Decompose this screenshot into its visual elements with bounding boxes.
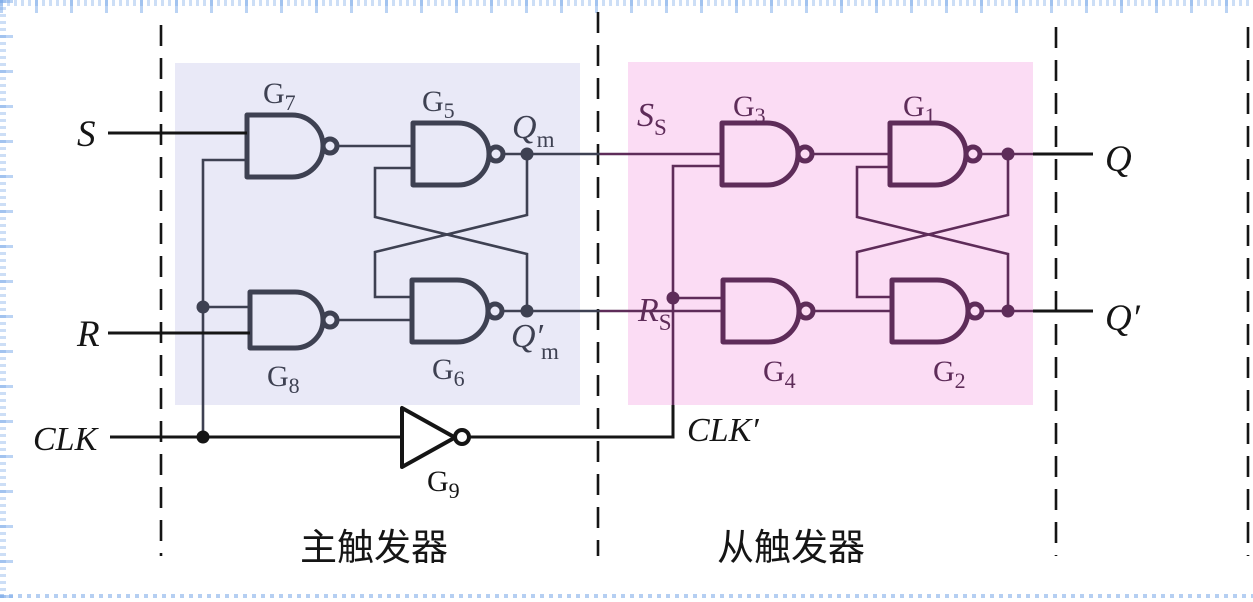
left-ruler-decoration	[0, 0, 13, 602]
signal-subscript: S	[659, 310, 672, 335]
gate-label-g1: G1	[903, 90, 936, 128]
gate-label-g8: G8	[267, 360, 300, 398]
gate-label-base: G	[763, 355, 785, 388]
gate-label-subscript: 3	[755, 103, 766, 128]
signal-base: S	[637, 97, 654, 134]
wire-segment	[855, 154, 1010, 299]
gate-label-base: G	[422, 85, 444, 118]
inversion-bubble	[963, 144, 983, 164]
nand-gate-g7	[244, 112, 326, 180]
q-output-label: Q	[1105, 139, 1132, 180]
section-captions: 主触发器 从触发器	[300, 527, 865, 569]
inversion-bubble	[485, 301, 505, 321]
inversion-bubble	[486, 144, 506, 164]
master-labels: G7 G5 G8 G6 Qm Q′m	[263, 77, 559, 398]
gate-label-subscript: 1	[925, 103, 936, 128]
gate-label-g7: G7	[263, 77, 296, 115]
nand-gate-g8	[247, 289, 326, 351]
gate-label-base: G	[432, 353, 454, 386]
inversion-bubble	[320, 136, 340, 156]
junction-dot-clk	[196, 430, 210, 444]
junction-dot	[196, 300, 210, 314]
nand-gate-g5	[410, 120, 492, 188]
signal-base: Q′	[511, 318, 544, 355]
wire-segment	[373, 154, 529, 299]
gate-label-g4: G4	[763, 355, 796, 393]
junction-dot-q-prime	[1001, 304, 1015, 318]
master-latch-wires	[201, 144, 600, 437]
slave-junction-dots	[666, 147, 1015, 318]
signal-subscript: S	[654, 115, 667, 140]
nand-gate-g4	[720, 277, 802, 345]
clk-input-label: CLK	[33, 421, 100, 458]
junction-dot-qm	[520, 147, 534, 161]
nand-gate-g6	[409, 277, 491, 345]
signal-subscript: m	[537, 127, 555, 152]
top-ruler-decoration	[0, 0, 1253, 13]
wire-segment	[201, 158, 247, 437]
inversion-bubble	[965, 301, 985, 321]
gate-label-g9: G9	[427, 465, 460, 503]
s-input-label: S	[77, 114, 96, 155]
bottom-dots-decoration	[0, 594, 1253, 598]
gate-label-base: G	[427, 465, 449, 498]
qm-prime-label: Q′m	[511, 318, 559, 364]
gate-label-subscript: 7	[285, 90, 296, 115]
junction-dot-q	[1001, 147, 1015, 161]
io-wires	[108, 131, 1093, 439]
q-prime-output-label: Q′	[1105, 298, 1141, 339]
nand-gate-g3	[719, 120, 801, 188]
inverter-triangle	[400, 406, 457, 469]
inversion-bubble	[453, 428, 471, 446]
gate-label-subscript: 2	[955, 368, 966, 393]
gate-label-base: G	[263, 77, 285, 110]
gate-label-subscript: 8	[289, 373, 300, 398]
signal-base: R	[637, 292, 659, 329]
gate-label-g5: G5	[422, 85, 455, 123]
slave-latch-gates	[719, 120, 985, 345]
io-labels: S R CLK CLK′ Q Q′ G9	[33, 114, 1141, 503]
gate-label-base: G	[733, 90, 755, 123]
gate-label-subscript: 9	[449, 478, 460, 503]
wire-segment	[855, 165, 1010, 311]
gate-label-subscript: 5	[444, 98, 455, 123]
rs-label: RS	[637, 292, 672, 335]
gate-label-base: G	[933, 355, 955, 388]
wire-segment	[373, 166, 529, 311]
slave-section-caption: 从触发器	[717, 527, 865, 569]
section-boundary-dashed-lines	[159, 12, 1250, 556]
inversion-bubble	[320, 310, 340, 330]
signal-subscript: m	[541, 339, 559, 364]
ss-label: SS	[637, 97, 667, 140]
inversion-bubble	[796, 301, 816, 321]
inversion-bubble	[795, 144, 815, 164]
master-junction-dots	[196, 147, 534, 318]
gate-label-subscript: 6	[454, 366, 465, 391]
junction-dot-qm-prime	[520, 304, 534, 318]
gate-label-g3: G3	[733, 90, 766, 128]
gate-label-base: G	[267, 360, 289, 393]
clock-inverter-g9	[400, 406, 471, 469]
junction-dot	[666, 291, 680, 305]
nand-gate-g2	[889, 277, 971, 345]
signal-base: Q	[512, 109, 537, 146]
gate-label-base: G	[903, 90, 925, 123]
gate-label-subscript: 4	[785, 368, 796, 393]
slave-labels: G3 G1 G4 G2 SS RS	[637, 90, 966, 393]
qm-label: Qm	[512, 109, 555, 152]
gate-label-g6: G6	[432, 353, 465, 391]
clk-prime-label: CLK′	[687, 412, 759, 449]
wire-segment	[671, 164, 722, 405]
slave-section-background	[628, 62, 1033, 405]
gate-label-g2: G2	[933, 355, 966, 393]
clk-prime-wire	[469, 405, 675, 439]
nand-gate-g1	[887, 120, 969, 188]
master-section-caption: 主触发器	[300, 527, 448, 569]
master-section-background	[175, 63, 580, 405]
master-latch-gates	[244, 112, 506, 351]
r-input-label: R	[76, 314, 100, 355]
